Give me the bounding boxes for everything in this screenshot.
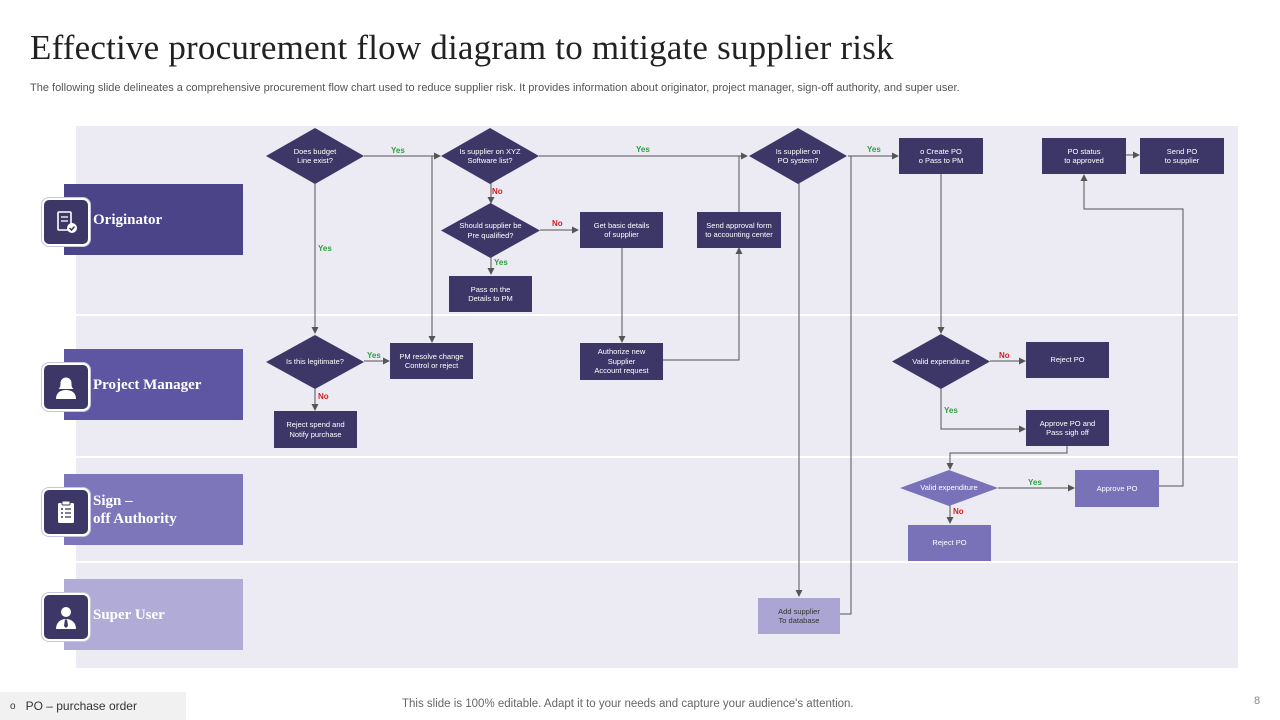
edge-label-no: No — [552, 219, 563, 228]
pm-resolve-box: PM resolve change Control or reject — [390, 343, 473, 379]
user-tie-icon — [42, 593, 90, 641]
create-po-box: o Create PO o Pass to PM — [899, 138, 983, 174]
lane-project-manager: Project Manager — [42, 349, 243, 420]
send-approval-box: Send approval form to accounting center — [697, 212, 781, 248]
lane-originator-label: Originator — [93, 211, 163, 228]
footer-note: This slide is 100% editable. Adapt it to… — [402, 698, 854, 710]
document-check-icon — [42, 198, 90, 246]
edge-label-yes: Yes — [367, 351, 381, 360]
page-title: Effective procurement flow diagram to mi… — [30, 28, 894, 67]
page-number: 8 — [1254, 695, 1261, 707]
lane-super-user-area — [76, 563, 1238, 668]
lane-originator: Originator — [42, 184, 243, 255]
legend-bullet: o — [10, 700, 16, 712]
edge-label-yes: Yes — [1028, 478, 1042, 487]
add-supplier-box: Add supplier To database — [758, 598, 840, 634]
po-status-box: PO status to approved — [1042, 138, 1126, 174]
edge-label-yes: Yes — [944, 406, 958, 415]
edge-label-yes: Yes — [867, 145, 881, 154]
page-subtitle: The following slide delineates a compreh… — [30, 82, 960, 94]
lane-sign-off-label: Sign – off Authority — [93, 492, 177, 527]
edge-label-no: No — [999, 351, 1010, 360]
edge-label-no: No — [492, 187, 503, 196]
edge-label-no: No — [953, 507, 964, 516]
send-po-box: Send PO to supplier — [1140, 138, 1224, 174]
edge-label-yes: Yes — [318, 244, 332, 253]
lane-project-manager-label: Project Manager — [93, 376, 202, 393]
legend-box: o PO – purchase order — [0, 692, 186, 720]
lane-super-user-label: Super User — [93, 606, 165, 623]
approve-po-box: Approve PO — [1075, 470, 1159, 507]
reject-po-so-box: Reject PO — [908, 525, 991, 561]
edge-label-yes: Yes — [636, 145, 650, 154]
edge-label-yes: Yes — [494, 258, 508, 267]
user-female-icon — [42, 363, 90, 411]
legend-text: PO – purchase order — [25, 699, 137, 713]
lane-sign-off-authority: Sign – off Authority — [42, 474, 243, 545]
edge-label-yes: Yes — [391, 146, 405, 155]
edge-label-no: No — [318, 392, 329, 401]
pass-details-box: Pass on the Details to PM — [449, 276, 532, 312]
lane-sign-off-area — [76, 458, 1238, 561]
lane-super-user: Super User — [42, 579, 243, 650]
approve-pass-box: Approve PO and Pass sigh off — [1026, 410, 1109, 446]
basic-details-box: Get basic details of supplier — [580, 212, 663, 248]
clipboard-list-icon — [42, 488, 90, 536]
reject-spend-box: Reject spend and Notify purchase — [274, 411, 357, 448]
reject-po-pm-box: Reject PO — [1026, 342, 1109, 378]
authorize-box: Authorize new Supplier Account request — [580, 343, 663, 380]
